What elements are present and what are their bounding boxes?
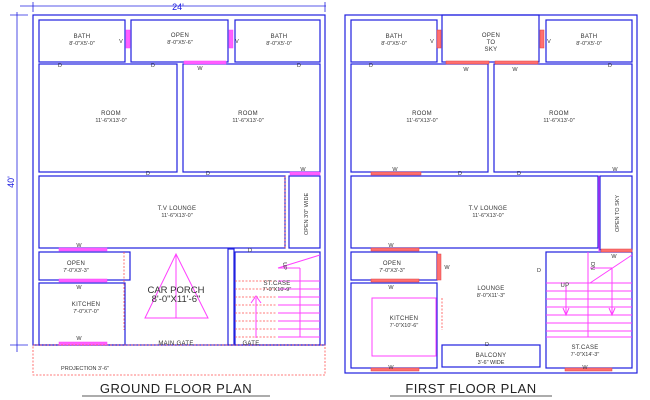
ff-bath-right-label: BATH bbox=[581, 34, 598, 40]
plan-mark-label: W bbox=[463, 67, 469, 73]
room-right-label: ROOM bbox=[238, 111, 258, 117]
ff-bath-left-label: BATH bbox=[386, 34, 403, 40]
ff-lounge-label: LOUNGE bbox=[477, 286, 504, 292]
plan-mark-label: V bbox=[547, 39, 551, 45]
room-right-size: 11'-6"X13'-0" bbox=[232, 118, 263, 124]
ff-open-to-sky-label: OPEN bbox=[482, 33, 500, 39]
ff-open-small-size: 7'-0"X3'-3" bbox=[379, 268, 405, 274]
ff-tv-lounge-label: T.V LOUNGE bbox=[469, 206, 508, 212]
ff-room-left-size: 11'-6"X13'-0" bbox=[406, 118, 437, 124]
ground-door-window-marks: D D D W V V D D W W W W D bbox=[58, 39, 306, 342]
plan-mark-label: D bbox=[297, 63, 301, 69]
bath-right-size: 8'-0"X5'-0" bbox=[266, 41, 292, 47]
first-staircase-steps bbox=[546, 252, 633, 338]
ff-open-strip-label: OPEN TO SKY bbox=[615, 195, 621, 232]
open-top-label: OPEN bbox=[171, 33, 189, 39]
depth-label: 40' bbox=[6, 176, 16, 188]
ff-open-small-label: OPEN bbox=[383, 261, 401, 267]
bath-right-label: BATH bbox=[271, 34, 288, 40]
ground-staircase-steps bbox=[235, 254, 321, 338]
ff-open-to-sky-label-3: SKY bbox=[485, 47, 498, 53]
open-top-size: 8'-0"X5'-6" bbox=[167, 40, 193, 46]
car-porch-symbol bbox=[144, 252, 209, 319]
ff-open-to-sky-label-2: TO bbox=[487, 40, 496, 46]
staircase-label: ST.CASE bbox=[263, 281, 290, 287]
ff-balcony-size: 3'-6" WIDE bbox=[478, 360, 505, 366]
plan-mark-label: W bbox=[76, 243, 82, 249]
main-gate-label[interactable]: MAIN GATE bbox=[158, 341, 193, 347]
car-porch-size: 8'-0"X11'-6" bbox=[152, 294, 201, 305]
ff-room-left-label: ROOM bbox=[412, 111, 432, 117]
plan-mark-label: D bbox=[517, 171, 521, 177]
plan-mark-label: V bbox=[119, 39, 123, 45]
tv-lounge-size: 11'-6"X13'-0" bbox=[161, 213, 192, 219]
width-label: 24' bbox=[172, 2, 184, 12]
ff-staircase-label: ST.CASE bbox=[571, 345, 598, 351]
plan-mark-label: D bbox=[485, 342, 489, 348]
plan-mark-label: D bbox=[608, 63, 612, 69]
ff-bath-right-size: 8'-0"X5'-0" bbox=[576, 41, 602, 47]
plan-mark-label: W bbox=[512, 67, 518, 73]
kitchen-label: KITCHEN bbox=[72, 302, 100, 308]
dimension-width: 24' bbox=[20, 2, 326, 12]
plan-mark-label: W bbox=[582, 365, 588, 371]
car-porch-label: CAR PORCH bbox=[147, 285, 204, 296]
ff-kitchen-size: 7'-0"X10'-6" bbox=[390, 323, 419, 329]
first-floor-plan: BATH 8'-0"X5'-0" OPEN TO SKY BATH 8'-0"X… bbox=[344, 14, 638, 397]
plan-mark-label: D bbox=[206, 171, 210, 177]
open-small-label: OPEN bbox=[67, 261, 85, 267]
ff-staircase-down-label: DN bbox=[589, 262, 595, 270]
plan-mark-label: V bbox=[235, 39, 239, 45]
ff-tv-lounge-size: 11'-6"X13'-0" bbox=[472, 213, 503, 219]
gate-label[interactable]: GATE bbox=[242, 341, 259, 347]
plan-mark-label: W bbox=[444, 265, 450, 271]
ff-lounge-size: 8'-0"X11'-3" bbox=[477, 293, 505, 299]
ff-kitchen-label: KITCHEN bbox=[390, 316, 418, 322]
ff-balcony-label: BALCONY bbox=[476, 353, 507, 359]
dimension-depth: 40' bbox=[6, 12, 28, 352]
ff-room-right-label: ROOM bbox=[549, 111, 569, 117]
plan-mark-label: W bbox=[388, 285, 394, 291]
ground-floor-plan: BATH 8'-0"X5'-0" OPEN 8'-0"X5'-6" BATH 8… bbox=[32, 14, 326, 397]
plan-mark-label: W bbox=[388, 365, 394, 371]
projection-label: PROJECTION 3'-6" bbox=[61, 366, 109, 372]
first-door-window-marks: D D W W V V W D D W W W W D D W W W bbox=[369, 39, 618, 371]
plan-mark-label: D bbox=[537, 268, 541, 274]
open-strip-label: OPEN 3'0" WIDE bbox=[304, 193, 310, 235]
room-left-label: ROOM bbox=[101, 111, 121, 117]
plan-mark-label: W bbox=[611, 254, 617, 260]
plan-mark-label: D bbox=[146, 171, 150, 177]
staircase-size: 7'-0"X10'-9" bbox=[263, 287, 292, 293]
room-left-size: 11'-6"X13'-0" bbox=[95, 118, 126, 124]
plan-mark-label: W bbox=[612, 167, 618, 173]
plan-mark-label: V bbox=[430, 39, 434, 45]
plan-mark-label: W bbox=[392, 167, 398, 173]
plan-mark-label: W bbox=[76, 285, 82, 291]
plan-mark-label: W bbox=[388, 243, 394, 249]
plan-mark-label: W bbox=[197, 66, 203, 72]
ff-staircase-size: 7'-0"X14'-3" bbox=[571, 352, 600, 358]
first-floor-title: FIRST FLOOR PLAN bbox=[405, 381, 536, 396]
plan-mark-label: D bbox=[369, 63, 373, 69]
plan-mark-label: D bbox=[458, 171, 462, 177]
tv-lounge-label: T.V LOUNGE bbox=[158, 206, 197, 212]
ff-staircase-up-label: UP bbox=[561, 283, 570, 289]
ff-bath-left-size: 8'-0"X5'-0" bbox=[381, 41, 407, 47]
open-small-size: 7'-0"X3'-3" bbox=[63, 268, 89, 274]
plan-mark-label: D bbox=[58, 63, 62, 69]
staircase-up-label: UP bbox=[281, 262, 287, 270]
plan-mark-label: W bbox=[300, 167, 306, 173]
bath-left-label: BATH bbox=[74, 34, 91, 40]
ground-floor-title: GROUND FLOOR PLAN bbox=[100, 381, 252, 396]
plan-mark-label: D bbox=[248, 248, 252, 254]
plan-mark-label: D bbox=[151, 63, 155, 69]
plan-mark-label: W bbox=[76, 336, 82, 342]
kitchen-size: 7'-0"X7'-0" bbox=[73, 309, 99, 315]
bath-left-size: 8'-0"X5'-0" bbox=[69, 41, 95, 47]
ff-room-right-size: 11'-6"X13'-0" bbox=[543, 118, 574, 124]
